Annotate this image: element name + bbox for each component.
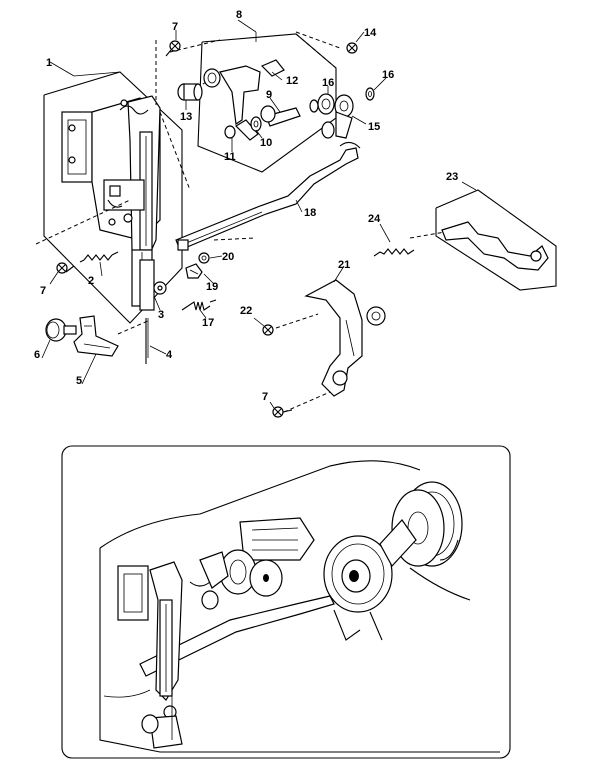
part-7-screw-bottom (272, 406, 293, 418)
part-2-spring (79, 251, 119, 263)
callout-20: 20 (222, 251, 234, 263)
callout-21: 21 (338, 259, 350, 271)
callout-1: 1 (46, 57, 52, 69)
part-18-link-arm (175, 141, 361, 251)
part-20-clip (198, 252, 210, 264)
callout-5: 5 (76, 375, 82, 387)
part-21-bracket (304, 279, 386, 397)
part-17-spring (181, 299, 217, 311)
assembled-view-frame (61, 445, 511, 759)
callout-19: 19 (206, 281, 218, 293)
callout-3: 3 (158, 309, 164, 321)
part-3-presser-bar (139, 259, 167, 311)
part-24-spring (373, 248, 415, 257)
callout-15: 15 (368, 121, 380, 133)
part-16-washers (309, 87, 375, 113)
assembly-8-parts (177, 59, 301, 141)
part-23-lever (441, 221, 549, 271)
part-6-thumb-screw (45, 318, 77, 342)
callout-8: 8 (236, 9, 242, 21)
part-4-needle (145, 318, 149, 364)
callout-24: 24 (368, 213, 381, 225)
part-7-screw-left (56, 262, 75, 274)
part-19-bracket (185, 263, 203, 279)
part-5-presser-foot (73, 315, 119, 357)
callout-12: 12 (286, 75, 298, 87)
callout-16-left: 16 (322, 77, 334, 89)
part-14-screw (346, 42, 358, 54)
callout-7-top: 7 (172, 21, 178, 33)
callout-18: 18 (304, 207, 316, 219)
callout-16-right: 16 (382, 69, 394, 81)
assembled-machine-view (99, 460, 500, 753)
callout-6: 6 (34, 349, 40, 361)
callout-4: 4 (166, 349, 173, 361)
callout-9: 9 (266, 89, 272, 101)
part-7-screw-top (165, 40, 181, 57)
callout-10: 10 (260, 137, 272, 149)
part-22-screw (262, 324, 274, 336)
callout-7-bottom: 7 (262, 391, 268, 403)
callout-22: 22 (240, 305, 252, 317)
callout-11: 11 (224, 151, 236, 163)
part-15-bearing-lever (317, 93, 354, 139)
callout-7-left: 7 (40, 285, 46, 297)
leader-lines (41, 19, 477, 409)
needle-bar-mechanism (61, 95, 161, 307)
callout-13: 13 (180, 111, 192, 123)
callout-14: 14 (364, 27, 377, 39)
assembly-23-box (435, 189, 557, 291)
callout-23: 23 (446, 171, 458, 183)
callout-labels: 1 2 3 4 5 6 7 7 7 8 9 10 11 12 13 14 15 … (34, 9, 458, 403)
callout-17: 17 (202, 317, 214, 329)
callout-2: 2 (88, 275, 94, 287)
